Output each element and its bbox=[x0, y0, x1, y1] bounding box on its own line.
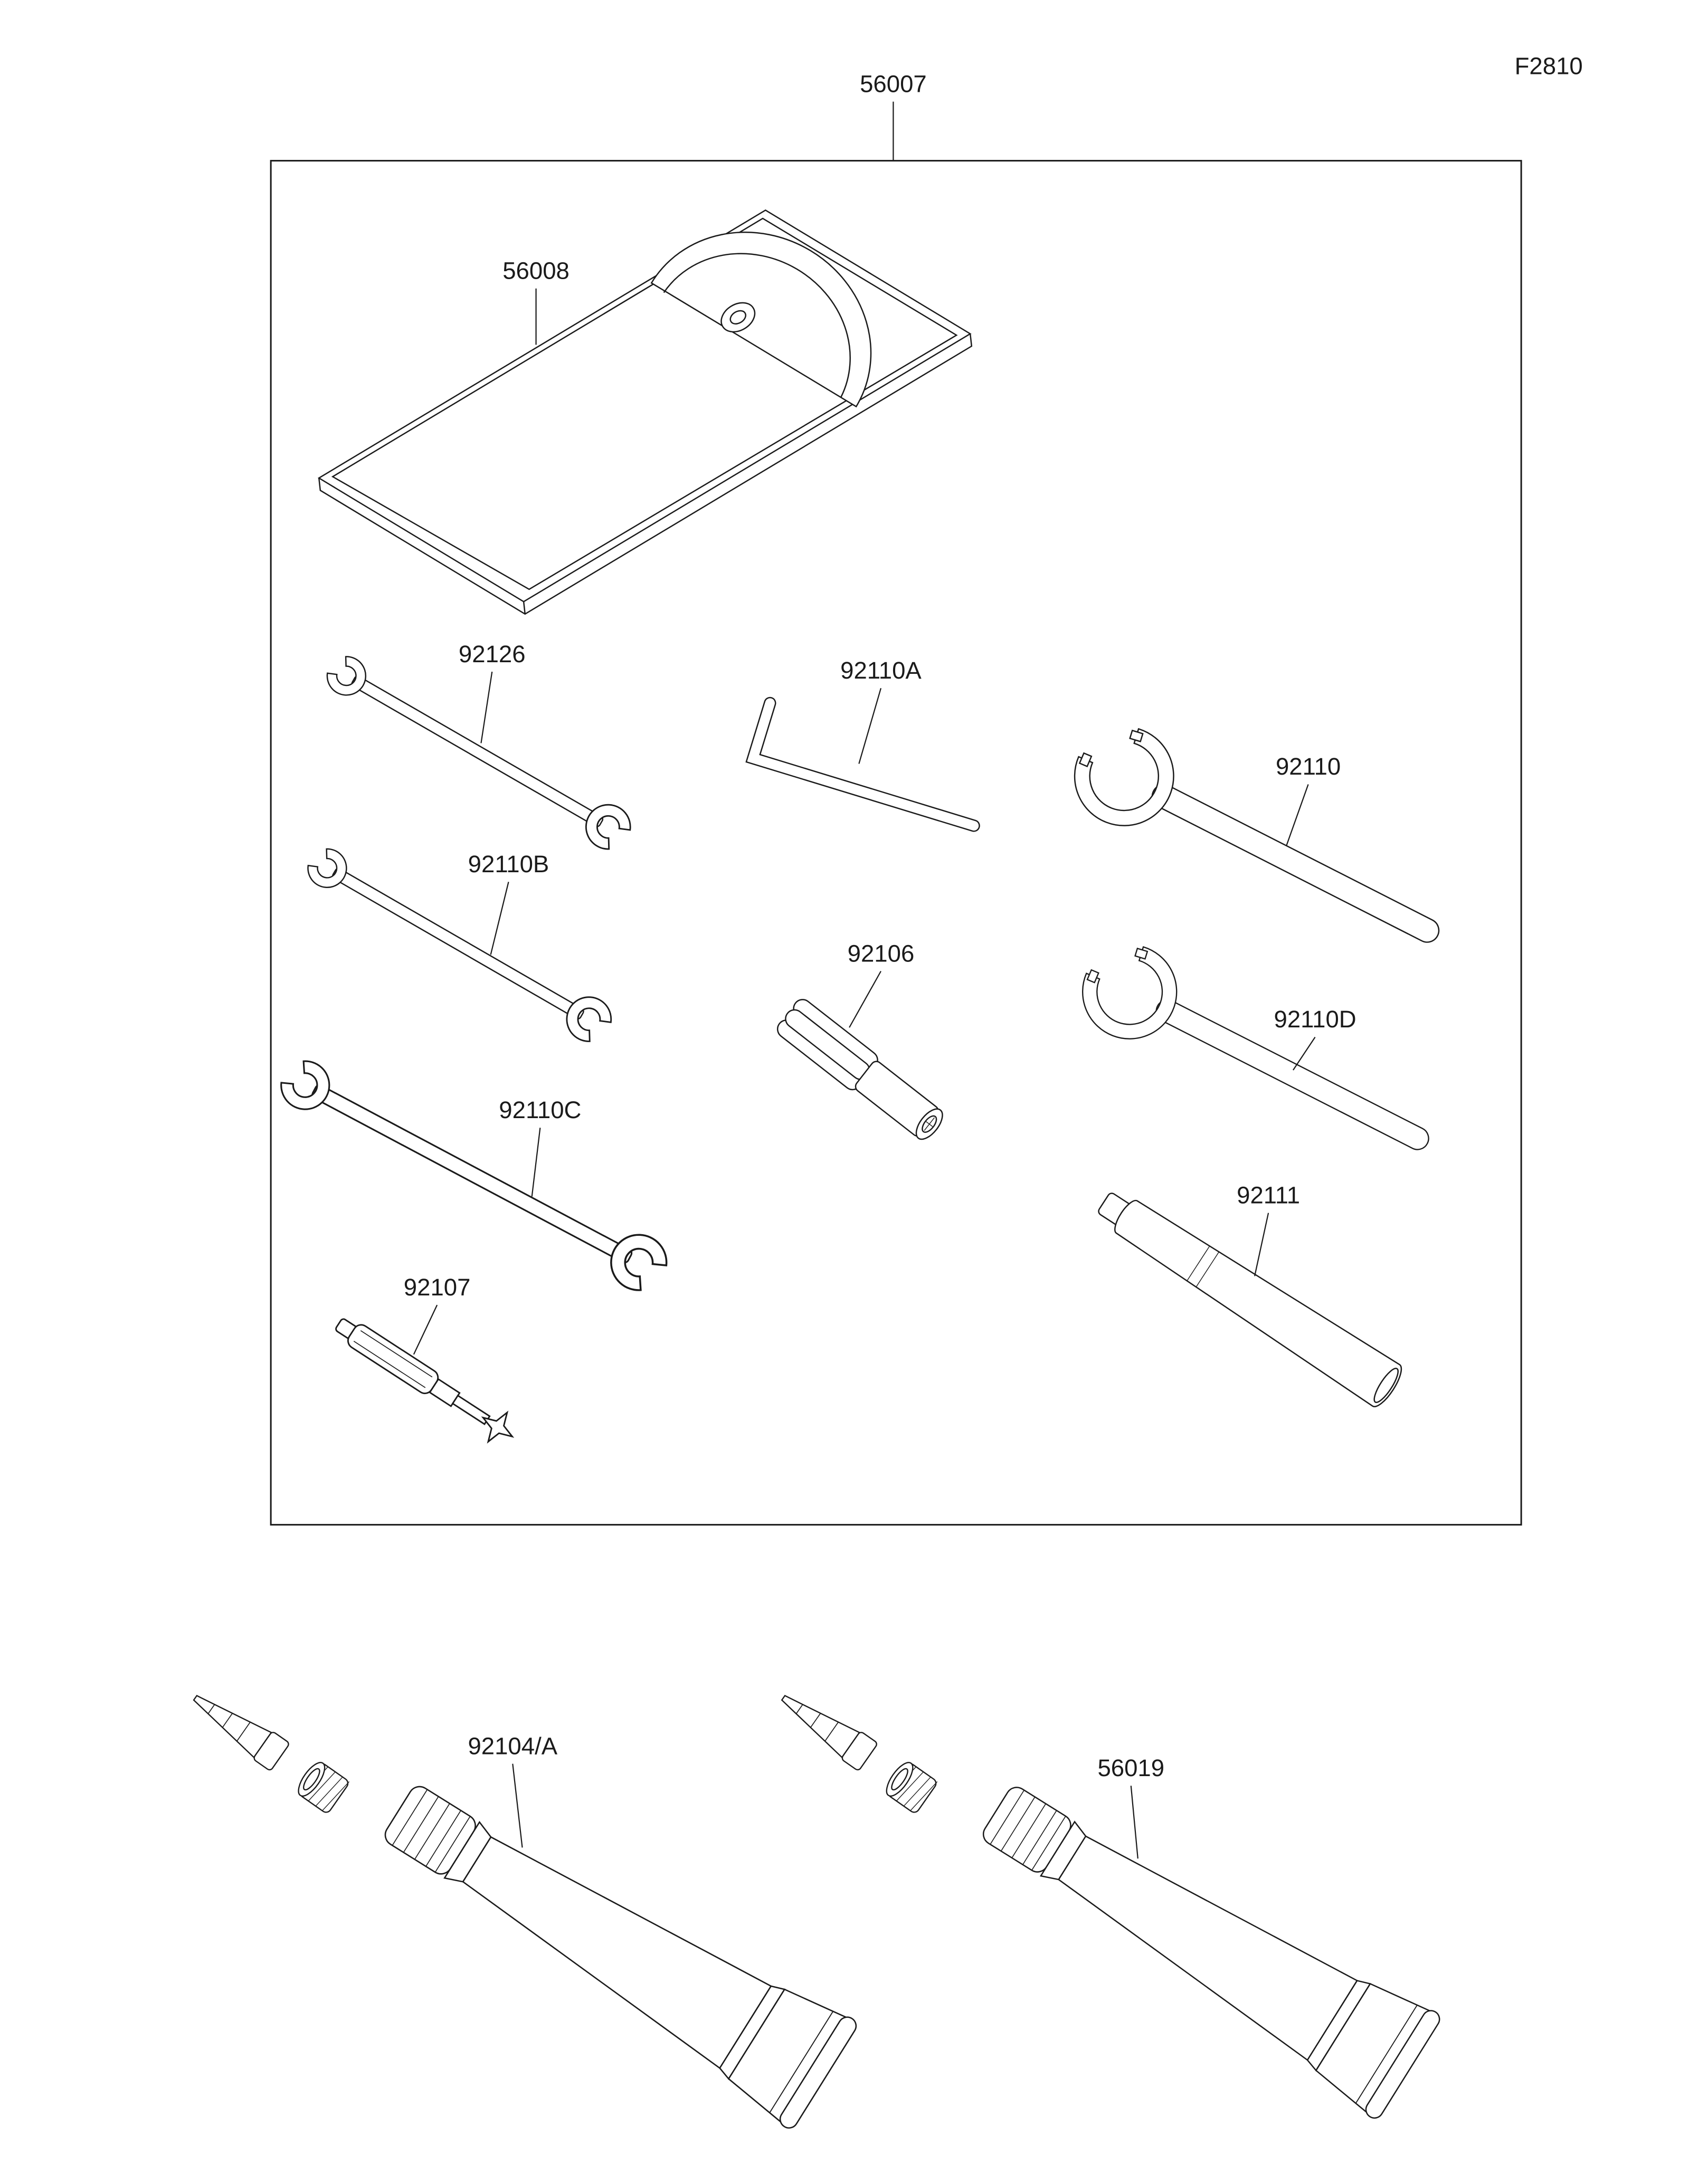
leader-line bbox=[1293, 1036, 1316, 1071]
leader-line bbox=[490, 882, 509, 955]
drawing-tool-bag bbox=[317, 209, 973, 615]
leader-line bbox=[1130, 1786, 1138, 1859]
part-label-kit: 56007 bbox=[860, 70, 927, 97]
drawing-hex-key-92110a bbox=[745, 697, 980, 832]
part-label-screwdriver: 92107 bbox=[404, 1274, 471, 1301]
part-label-tube-right: 56019 bbox=[1097, 1754, 1164, 1781]
drawing-sleeve-92111 bbox=[1098, 1193, 1402, 1407]
figure-code-label: F2810 bbox=[1515, 53, 1583, 80]
drawing-screwdriver-92107 bbox=[335, 1318, 515, 1444]
leader-line bbox=[849, 970, 881, 1028]
part-label-wrench-small: 92126 bbox=[459, 641, 526, 667]
part-label-bag: 56008 bbox=[502, 257, 570, 284]
leader-line bbox=[531, 1128, 541, 1197]
drawing-tube-92104 bbox=[364, 1756, 860, 2132]
leader-line bbox=[480, 671, 493, 743]
part-label-wrench-medium: 92110B bbox=[468, 851, 549, 878]
part-label-spanner-large: 92110 bbox=[1276, 753, 1341, 780]
drawing-nozzle-right bbox=[771, 1681, 939, 1815]
drawing-tube-56019 bbox=[963, 1757, 1444, 2122]
drawing-spanner-92110 bbox=[1074, 728, 1444, 947]
drawing-nozzle-left bbox=[183, 1681, 351, 1815]
leader-line bbox=[512, 1763, 523, 1848]
leader-line bbox=[858, 688, 882, 764]
leader-line bbox=[1254, 1213, 1269, 1276]
part-label-wrench-large: 92110C bbox=[499, 1096, 581, 1123]
part-label-spanner-small: 92110D bbox=[1274, 1006, 1356, 1033]
part-label-tool-sleeve: 92111 bbox=[1237, 1181, 1300, 1208]
kit-boundary-box bbox=[270, 160, 1522, 1526]
part-label-plug-tool: 92106 bbox=[848, 940, 915, 967]
drawing-plug-tool-92106 bbox=[776, 999, 943, 1140]
leader-line bbox=[1285, 784, 1309, 846]
part-label-hex-key: 92110A bbox=[840, 657, 922, 684]
drawing-wrench-92126 bbox=[315, 641, 643, 862]
leader-line bbox=[413, 1304, 438, 1355]
part-label-tube-left: 92104/A bbox=[468, 1732, 557, 1759]
drawing-wrench-92110c bbox=[267, 1042, 681, 1306]
drawing-spanner-92110d bbox=[1081, 946, 1434, 1154]
drawing-wrench-92110b bbox=[296, 833, 624, 1054]
